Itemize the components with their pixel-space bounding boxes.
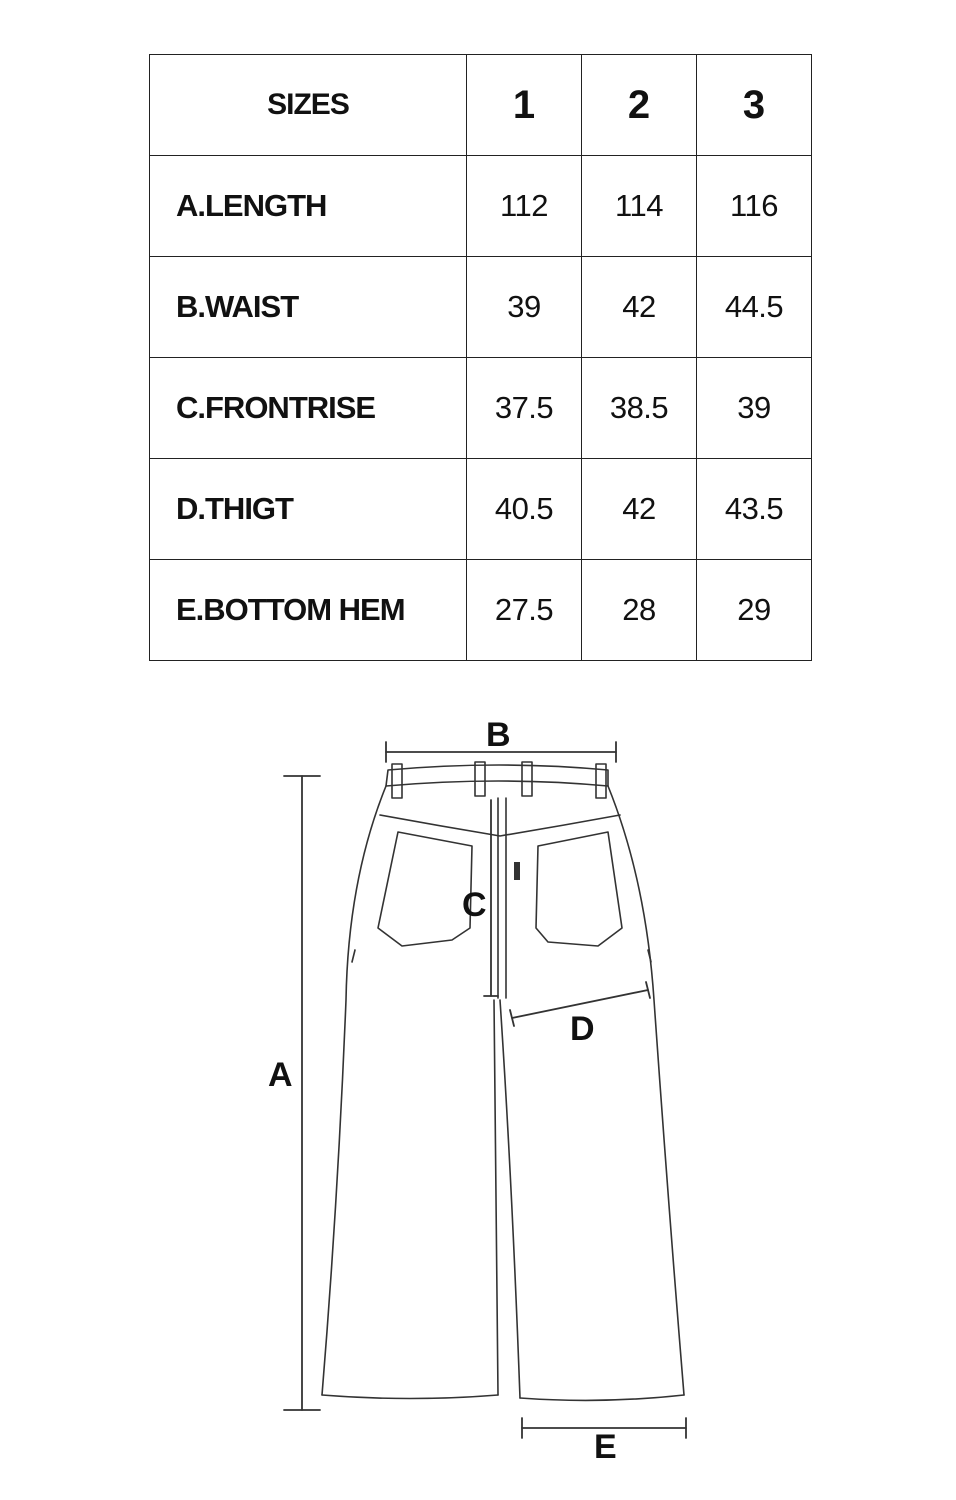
- right-outer-seam: [607, 785, 685, 1396]
- row-label: B.WAIST: [149, 256, 467, 358]
- table-cell: 114: [581, 155, 697, 257]
- right-inseam: [499, 999, 521, 1399]
- table-row-waist: B.WAIST 39 42 44.5: [149, 256, 812, 358]
- table-row-length: A.LENGTH 112 114 116: [149, 155, 812, 257]
- size-header-row: SIZES 1 2 3: [149, 54, 812, 156]
- measurement-lines: [283, 741, 687, 1439]
- table-cell: 44.5: [696, 256, 812, 358]
- table-cell: 39: [466, 256, 582, 358]
- table-cell: 39: [696, 357, 812, 459]
- row-label: C.FRONTRISE: [149, 357, 467, 459]
- left-leg-hem: [321, 1394, 499, 1400]
- right-side-tick: [647, 949, 652, 963]
- table-cell: 42: [581, 458, 697, 560]
- measure-label-a: A: [268, 1056, 293, 1094]
- left-inseam: [493, 999, 499, 1396]
- belt-loop-left: [391, 763, 403, 799]
- size-3-header: 3: [696, 54, 812, 156]
- table-cell: 112: [466, 155, 582, 257]
- belt-loop-right: [595, 763, 607, 799]
- table-cell: 27.5: [466, 559, 582, 661]
- table-cell: 38.5: [581, 357, 697, 459]
- belt-loop-center-left: [474, 761, 486, 797]
- table-row-thigh: D.THIGT 40.5 42 43.5: [149, 458, 812, 560]
- waistband: [385, 764, 609, 787]
- table-cell: 43.5: [696, 458, 812, 560]
- right-back-pocket: [535, 831, 623, 947]
- row-label: D.THIGT: [149, 458, 467, 560]
- table-row-frontrise: C.FRONTRISE 37.5 38.5 39: [149, 357, 812, 459]
- right-leg-hem: [519, 1394, 685, 1402]
- measure-label-d: D: [570, 1010, 595, 1048]
- measure-label-b: B: [486, 716, 511, 754]
- size-1-header: 1: [466, 54, 582, 156]
- measure-label-e: E: [594, 1428, 617, 1460]
- table-cell: 29: [696, 559, 812, 661]
- left-back-pocket: [377, 831, 473, 947]
- table-cell: 37.5: [466, 357, 582, 459]
- sizes-header: SIZES: [149, 54, 467, 156]
- measure-label-c: C: [462, 886, 487, 924]
- table-cell: 40.5: [466, 458, 582, 560]
- belt-loop-center-right: [521, 761, 533, 797]
- pants-outline: [321, 761, 685, 1402]
- table-cell: 42: [581, 256, 697, 358]
- left-side-tick: [351, 949, 356, 963]
- row-label: E.BOTTOM HEM: [149, 559, 467, 661]
- brand-tag-icon: [514, 862, 520, 880]
- left-outer-seam: [321, 785, 387, 1396]
- table-cell: 116: [696, 155, 812, 257]
- measure-line-d: [511, 989, 649, 1019]
- table-cell: 28: [581, 559, 697, 661]
- measure-line-d-cap-right: [645, 981, 651, 999]
- table-row-bottom-hem: E.BOTTOM HEM 27.5 28 29: [149, 559, 812, 661]
- size-chart-table: SIZES 1 2 3 A.LENGTH 112 114 116 B.WAIST…: [149, 54, 812, 661]
- back-yoke: [379, 814, 621, 837]
- size-2-header: 2: [581, 54, 697, 156]
- row-label: A.LENGTH: [149, 155, 467, 257]
- measure-line-d-cap-left: [509, 1009, 515, 1027]
- pants-measurement-diagram: A B C D E: [268, 716, 687, 1460]
